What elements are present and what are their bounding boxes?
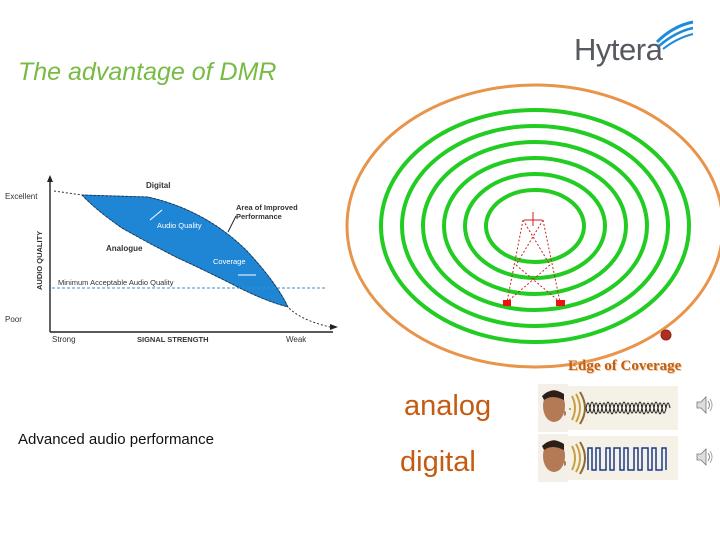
pointer-arrow-icon [228, 216, 236, 232]
x-axis-label: SIGNAL STRENGTH [137, 335, 209, 344]
caption: Advanced audio performance [18, 431, 214, 448]
analogue-label: Analogue [106, 244, 143, 253]
ring-4 [444, 158, 626, 294]
hytera-logo: Hytera [574, 32, 662, 68]
digital-label: digital [400, 446, 476, 479]
slide-title: The advantage of DMR [18, 58, 276, 87]
edge-of-coverage-label: Edge of Coverage [568, 358, 681, 375]
audio-quality-chart: Excellent Poor AUDIO QUALITY Strong SIGN… [0, 172, 345, 347]
y-axis-label: AUDIO QUALITY [35, 231, 44, 290]
brand-name: Hytera [574, 32, 662, 67]
x-axis-arrow-icon [330, 324, 338, 330]
threshold-label: Minimum Acceptable Audio Quality [58, 278, 174, 287]
digital-label: Digital [146, 181, 170, 190]
ring-3 [423, 142, 647, 310]
y-high-label: Excellent [5, 192, 38, 201]
coverage-label: Coverage [213, 257, 246, 266]
speaker-analog-icon[interactable] [695, 394, 715, 416]
analog-label: analog [404, 390, 491, 423]
digital-waveform [566, 436, 678, 480]
analog-waveform [566, 386, 678, 430]
y-axis-arrow-icon [47, 175, 53, 182]
y-low-label: Poor [5, 315, 22, 324]
face-digital-icon [538, 434, 568, 482]
logo-swoosh-icon [655, 20, 695, 50]
area-label-line2: Performance [236, 212, 282, 221]
x-right-label: Weak [286, 335, 307, 344]
speaker-digital-icon[interactable] [695, 446, 715, 468]
coverage-diagram [340, 80, 720, 385]
ring-1 [381, 110, 689, 342]
face-analog-icon [538, 384, 568, 432]
x-left-label: Strong [52, 335, 76, 344]
area-label-line1: Area of Improved [236, 203, 298, 212]
edge-marker [661, 330, 671, 340]
ring-6 [486, 190, 584, 262]
audio-quality-label: Audio Quality [157, 221, 202, 230]
